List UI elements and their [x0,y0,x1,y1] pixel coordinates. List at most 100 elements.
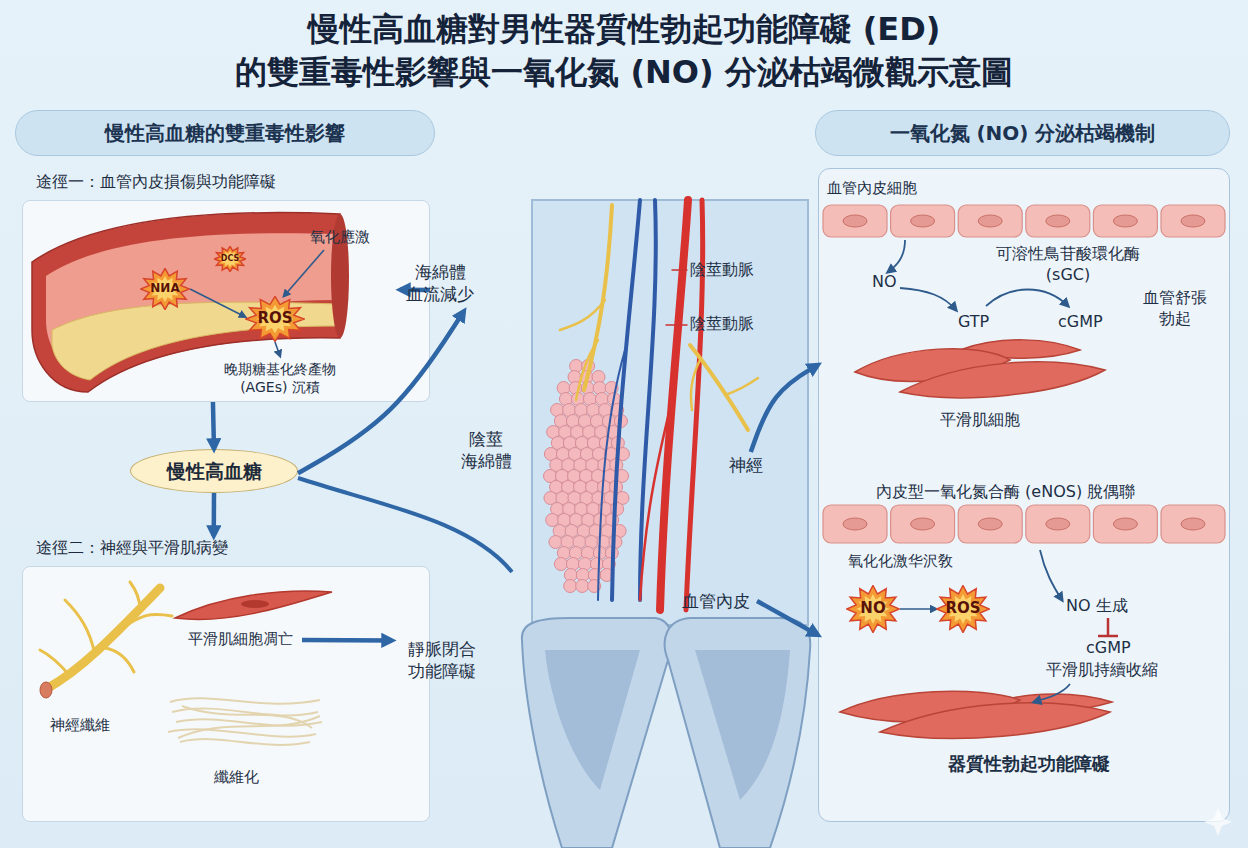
cell-nucleus [911,215,935,227]
cell-nucleus [1113,215,1137,227]
burst-shape: ROS [245,296,305,342]
text-node: 海綿體 血流減少 [400,255,480,311]
burst-shape: ROS [936,585,990,633]
node-text: 平滑肌細胞凋亡 [188,630,293,650]
glans-inner [695,650,790,800]
endothelial-cell [1093,205,1157,237]
label-text: 器質性勃起功能障礙 [948,752,1110,775]
node-text: ROS [257,309,292,329]
label-text: 內皮型一氧化氮合酶 (eNOS) 脫偶聯 [876,482,1135,503]
node-text: 血管內皮細胞 [827,179,1221,199]
artery [660,200,688,610]
burst-core [220,251,240,267]
flow-arrow [212,493,217,536]
flow-arrow [751,365,818,452]
endothelial-cell [958,205,1022,237]
node-text: 途徑二：神經與平滑肌病變 [36,538,228,559]
sponge-cell [554,558,567,571]
label-text: 陰莖動脈 [690,314,754,335]
label-text: 纖維化 [214,768,259,788]
burst-shape: DCS [214,246,246,272]
label-text: 血管舒張 勃起 [1140,288,1210,330]
node-text: DCS [221,254,239,264]
burst-core [150,276,181,302]
burst-core [856,594,889,624]
node-text: 海綿體 血流減少 [400,261,480,305]
endothelial-cell [958,505,1022,543]
cell-nucleus [978,215,1002,227]
cell-nucleus [1046,215,1070,227]
label-text: 氧化化激华沢敎 [848,552,953,572]
endothelial-cell [1093,505,1157,543]
endothelial-cell [891,205,955,237]
label-text: NO [872,272,897,293]
text-node: 血管內皮 [675,588,757,614]
cell-nucleus [911,518,935,530]
cell-nucleus [843,518,867,530]
cell-nucleus [241,600,269,608]
text-node: 靜脈閉合 功能障礙 [392,632,492,688]
flow-arrow [284,250,324,296]
sponge-cell [564,580,577,593]
cause-oval: 慢性高血糖 [130,449,298,493]
burst-star [847,585,900,632]
node-text: 慢性高血糖的雙重毒性影響 [105,120,345,146]
nerve-cut-end [40,682,52,698]
text-node: 氧化應激 [300,226,380,250]
sponge-cell [546,514,559,527]
nerve [584,205,612,390]
burst-star [246,296,305,341]
diagram-title: 慢性高血糖對男性器質性勃起功能障礙 (ED) 的雙重毒性影響與一氧化氮 (NO)… [174,8,1074,94]
node-text: NO [860,599,885,619]
cell-nucleus [1113,518,1137,530]
label-text: 可溶性鳥苷酸環化酶 (sGC) [988,244,1148,286]
endothelial-cell [1161,505,1225,543]
node-text: 一氧化氮 (NO) 分泌枯竭機制 [890,120,1156,146]
cell-nucleus [978,518,1002,530]
cell-nucleus [1046,518,1070,530]
glans-lobe [665,618,811,848]
flow-arrow [757,601,818,635]
label-text: 陰莖 海綿體 [458,428,514,472]
text-node: 平滑肌細胞凋亡 [178,628,302,652]
node-text: 晚期糖基化終產物 (AGEs) 沉積 [205,360,355,396]
label-text: 陰莖動脈 [690,260,754,281]
endothelial-cell [1026,205,1090,237]
section-header: 一氧化氮 (NO) 分泌枯竭機制 [815,110,1230,156]
vein [640,200,656,600]
section-header: 慢性高血糖的雙重毒性影響 [15,110,435,156]
text-node: 晚期糖基化終產物 (AGEs) 沉積 [205,356,355,400]
nerve [691,360,758,410]
label-text: 平滑肌持續收縮 [1046,660,1158,681]
glans-lobe [522,618,672,848]
burst-core [946,594,979,624]
label-text: cGMP [1058,312,1103,333]
node-text: 神經 [729,454,763,476]
vessels [560,200,758,610]
cell-nucleus [1181,518,1205,530]
cell-nucleus [843,215,867,227]
label-text: NO 生成 [1066,596,1128,617]
node-text: 途徑一：血管內皮損傷與功能障礙 [36,172,276,193]
burst-shape: NO [846,585,900,633]
node-text: 靜脈閉合 功能障礙 [392,638,492,682]
node-text: ROS [945,599,980,619]
artery [640,400,672,600]
burst-shape: NИA [140,268,190,310]
flow-curve [298,478,512,572]
flow-arrow [190,289,245,317]
nerve [560,300,605,400]
endothelial-cell [1161,205,1225,237]
penile-shaft [532,200,808,625]
leader-line [666,270,687,325]
sponge-cell [576,580,589,593]
label-text: GTP [958,312,989,333]
label-text: cGMP [1086,638,1131,659]
node-text: 氧化應激 [310,228,370,248]
cell-nucleus [1181,215,1205,227]
burst-star [937,585,990,632]
vein [612,200,640,600]
nerve [690,345,748,430]
label-text: 神經纖維 [50,716,110,736]
